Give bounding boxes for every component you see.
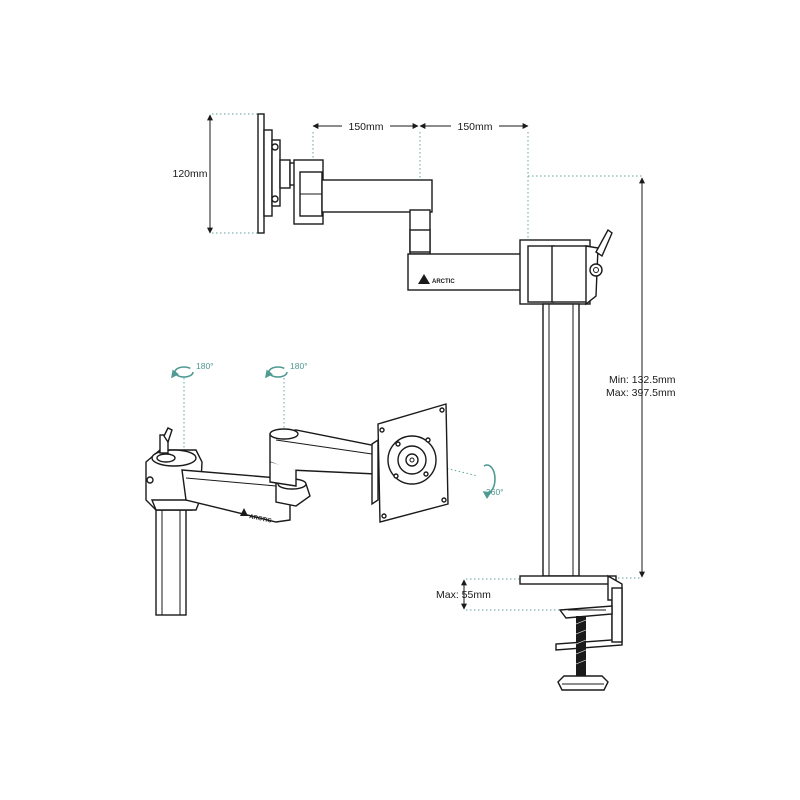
reach-2-label: 150mm bbox=[457, 121, 492, 133]
joint-1-rotation-label: 180° bbox=[196, 361, 214, 371]
clamp-dimension: Max: 55mm bbox=[436, 578, 560, 611]
pole-height-dimension: Min: 132.5mm Max: 397.5mm bbox=[528, 175, 676, 579]
head-rotation-label: 360° bbox=[486, 487, 504, 497]
upper-arm-segment bbox=[321, 179, 433, 255]
desk-clamp bbox=[519, 574, 623, 691]
vesa-height-label: 120mm bbox=[172, 168, 207, 180]
vesa-plate-perspective bbox=[371, 403, 449, 523]
pole-perspective bbox=[155, 504, 187, 616]
reach-1-label: 150mm bbox=[348, 121, 383, 133]
vesa-height-dimension: 120mm bbox=[172, 113, 262, 234]
pole bbox=[542, 303, 580, 577]
rotation-head: 360° bbox=[411, 459, 504, 499]
pole-max-label: Max: 397.5mm bbox=[606, 387, 676, 399]
upper-arm-perspective bbox=[269, 428, 377, 487]
tilt-head bbox=[293, 159, 324, 225]
reach-dimension: 150mm 150mm bbox=[312, 119, 529, 240]
pole-head bbox=[519, 228, 613, 306]
rotation-joint-1: 180° bbox=[171, 361, 214, 455]
bottom-arm-brand: ARCTIC bbox=[249, 514, 273, 525]
joint-2-rotation-label: 180° bbox=[290, 361, 308, 371]
rotation-joint-2: 180° bbox=[265, 361, 308, 432]
pole-min-label: Min: 132.5mm bbox=[609, 374, 676, 386]
lower-arm-segment: ARCTIC bbox=[407, 253, 531, 291]
clamp-max-label: Max: 55mm bbox=[436, 589, 491, 601]
top-arm-brand: ARCTIC bbox=[432, 279, 455, 285]
top-view: 150mm 150mm 120mm bbox=[172, 113, 676, 691]
bottom-view: 180° 180° 360° bbox=[145, 361, 504, 616]
lower-arm-perspective: ARCTIC bbox=[181, 469, 311, 525]
vesa-plate-side bbox=[257, 113, 297, 234]
